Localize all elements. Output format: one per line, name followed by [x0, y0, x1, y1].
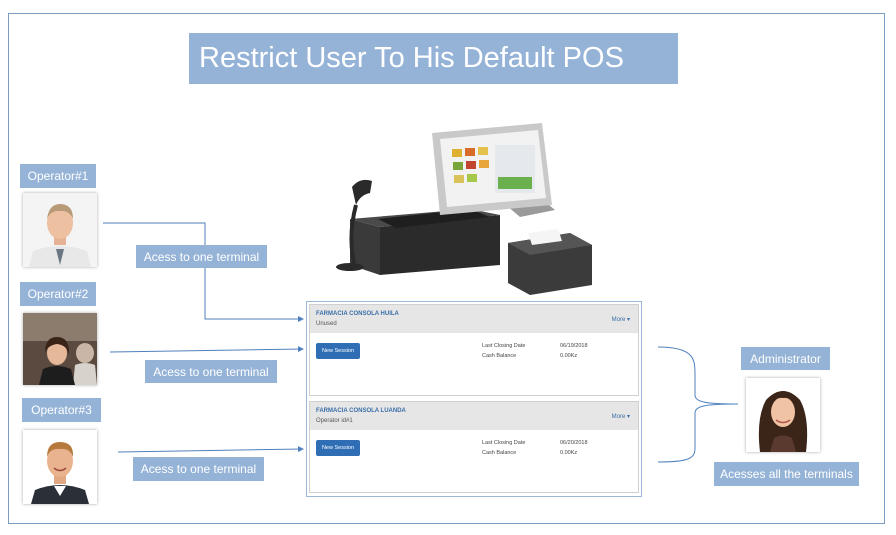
operator1-photo — [23, 193, 97, 267]
pos-status: Unused — [316, 321, 337, 327]
operator3-access-label: Acess to one terminal — [133, 457, 264, 481]
operator2-photo — [23, 313, 97, 385]
cash-balance-label: Cash Balance — [482, 450, 517, 456]
pos-name: FARMACIA CONSOLA HUILA — [316, 311, 399, 317]
operator2-access-label: Acess to one terminal — [145, 360, 277, 383]
pos-session-header: FARMACIA CONSOLA LUANDA Operator id#1 Mo… — [310, 402, 638, 430]
administrator-photo — [746, 378, 820, 452]
administrator-access-label: Acesses all the terminals — [714, 462, 859, 486]
smiling-man-portrait-icon — [23, 430, 97, 504]
man-portrait-icon — [23, 193, 97, 267]
cash-balance-label: Cash Balance — [482, 353, 517, 359]
cash-balance-value: 0.00Kz — [560, 353, 578, 359]
pos-session-card: FARMACIA CONSOLA HUILA Unused More ▾ New… — [309, 304, 639, 396]
pos-status: Operator id#1 — [316, 418, 353, 424]
woman-group-photo-icon — [23, 313, 97, 385]
pos-session-card: FARMACIA CONSOLA LUANDA Operator id#1 Mo… — [309, 401, 639, 493]
diagram-frame — [8, 13, 885, 524]
operator1-access-label: Acess to one terminal — [136, 245, 267, 268]
cash-balance-value: 0.00Kz — [560, 450, 578, 456]
pos-name: FARMACIA CONSOLA LUANDA — [316, 408, 406, 414]
last-closing-label: Last Closing Date — [482, 343, 526, 349]
operator3-photo — [23, 430, 97, 504]
operator3-label: Operator#3 — [22, 398, 101, 422]
operator1-label: Operator#1 — [20, 164, 96, 188]
pos-terminal-hardware-icon — [336, 123, 592, 295]
last-closing-label: Last Closing Date — [482, 440, 526, 446]
pos-session-panel: FARMACIA CONSOLA HUILA Unused More ▾ New… — [306, 301, 642, 497]
woman-portrait-icon — [746, 378, 820, 452]
more-dropdown[interactable]: More ▾ — [611, 414, 630, 420]
administrator-label: Administrator — [741, 347, 830, 370]
screen-product-tiles — [452, 145, 535, 193]
new-session-button[interactable]: New Session — [316, 440, 360, 456]
new-session-button[interactable]: New Session — [316, 343, 360, 359]
pos-session-header: FARMACIA CONSOLA HUILA Unused More ▾ — [310, 305, 638, 333]
last-closing-value: 06/20/2018 — [560, 440, 588, 446]
diagram-title: Restrict User To His Default POS — [189, 33, 678, 84]
operator2-label: Operator#2 — [20, 282, 96, 306]
more-dropdown[interactable]: More ▾ — [611, 317, 630, 323]
last-closing-value: 06/19/2018 — [560, 343, 588, 349]
